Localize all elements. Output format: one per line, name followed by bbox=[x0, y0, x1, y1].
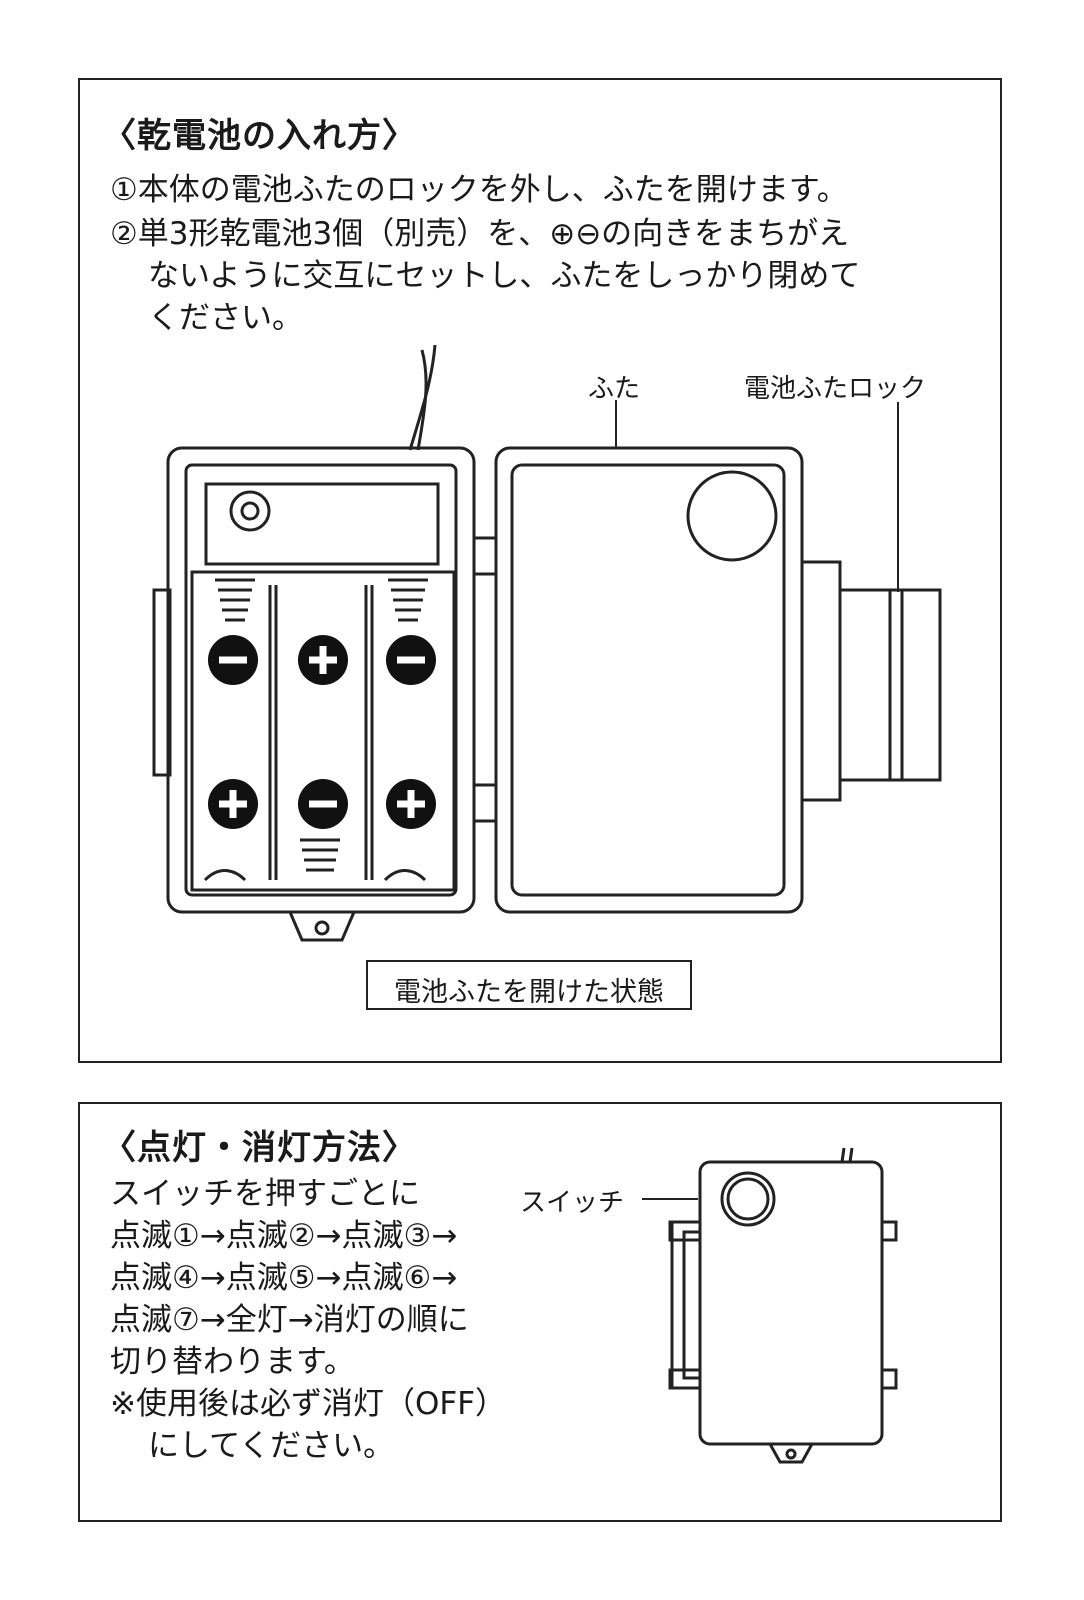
lighting-line-4: 点滅⑦→全灯→消灯の順に bbox=[110, 1302, 469, 1338]
lighting-section-title: 〈点灯・消灯方法〉 bbox=[102, 1128, 417, 1168]
battery-step-2-line-3: ください。 bbox=[148, 300, 303, 336]
switch-label: スイッチ bbox=[520, 1188, 625, 1218]
switch-box-diagram bbox=[642, 1147, 898, 1464]
lighting-line-6: ※使用後は必ず消灯（OFF） bbox=[110, 1386, 507, 1422]
lid-label: ふた bbox=[588, 374, 641, 404]
open-state-caption: 電池ふたを開けた状態 bbox=[394, 977, 664, 1008]
lighting-line-3: 点滅④→点滅⑤→点滅⑥→ bbox=[110, 1260, 458, 1296]
open-state-caption-box: 電池ふたを開けた状態 bbox=[366, 960, 692, 1010]
battery-step-2-line-1: ②単3形乾電池3個（別売）を、⊕⊖の向きをまちがえ bbox=[110, 216, 850, 252]
battery-step-2-line-2: ないように交互にセットし、ふたをしっかり閉めて bbox=[148, 258, 861, 294]
lighting-line-1: スイッチを押すごとに bbox=[110, 1176, 420, 1212]
lid-lock-label: 電池ふたロック bbox=[744, 374, 927, 404]
lighting-instructions-panel: 〈点灯・消灯方法〉 スイッチを押すごとに 点滅①→点滅②→点滅③→ 点滅④→点滅… bbox=[78, 1102, 1002, 1522]
battery-box-diagram bbox=[152, 344, 942, 942]
lighting-line-5: 切り替わります。 bbox=[110, 1344, 355, 1380]
battery-step-1: ①本体の電池ふたのロックを外し、ふたを開けます。 bbox=[110, 172, 848, 208]
lighting-line-2: 点滅①→点滅②→点滅③→ bbox=[110, 1218, 458, 1254]
battery-instructions-panel: 〈乾電池の入れ方〉 ①本体の電池ふたのロックを外し、ふたを開けます。 ②単3形乾… bbox=[78, 78, 1002, 1063]
battery-polarity-markers bbox=[208, 635, 436, 829]
battery-section-title: 〈乾電池の入れ方〉 bbox=[102, 116, 417, 156]
lighting-line-7: にしてください。 bbox=[148, 1428, 395, 1464]
